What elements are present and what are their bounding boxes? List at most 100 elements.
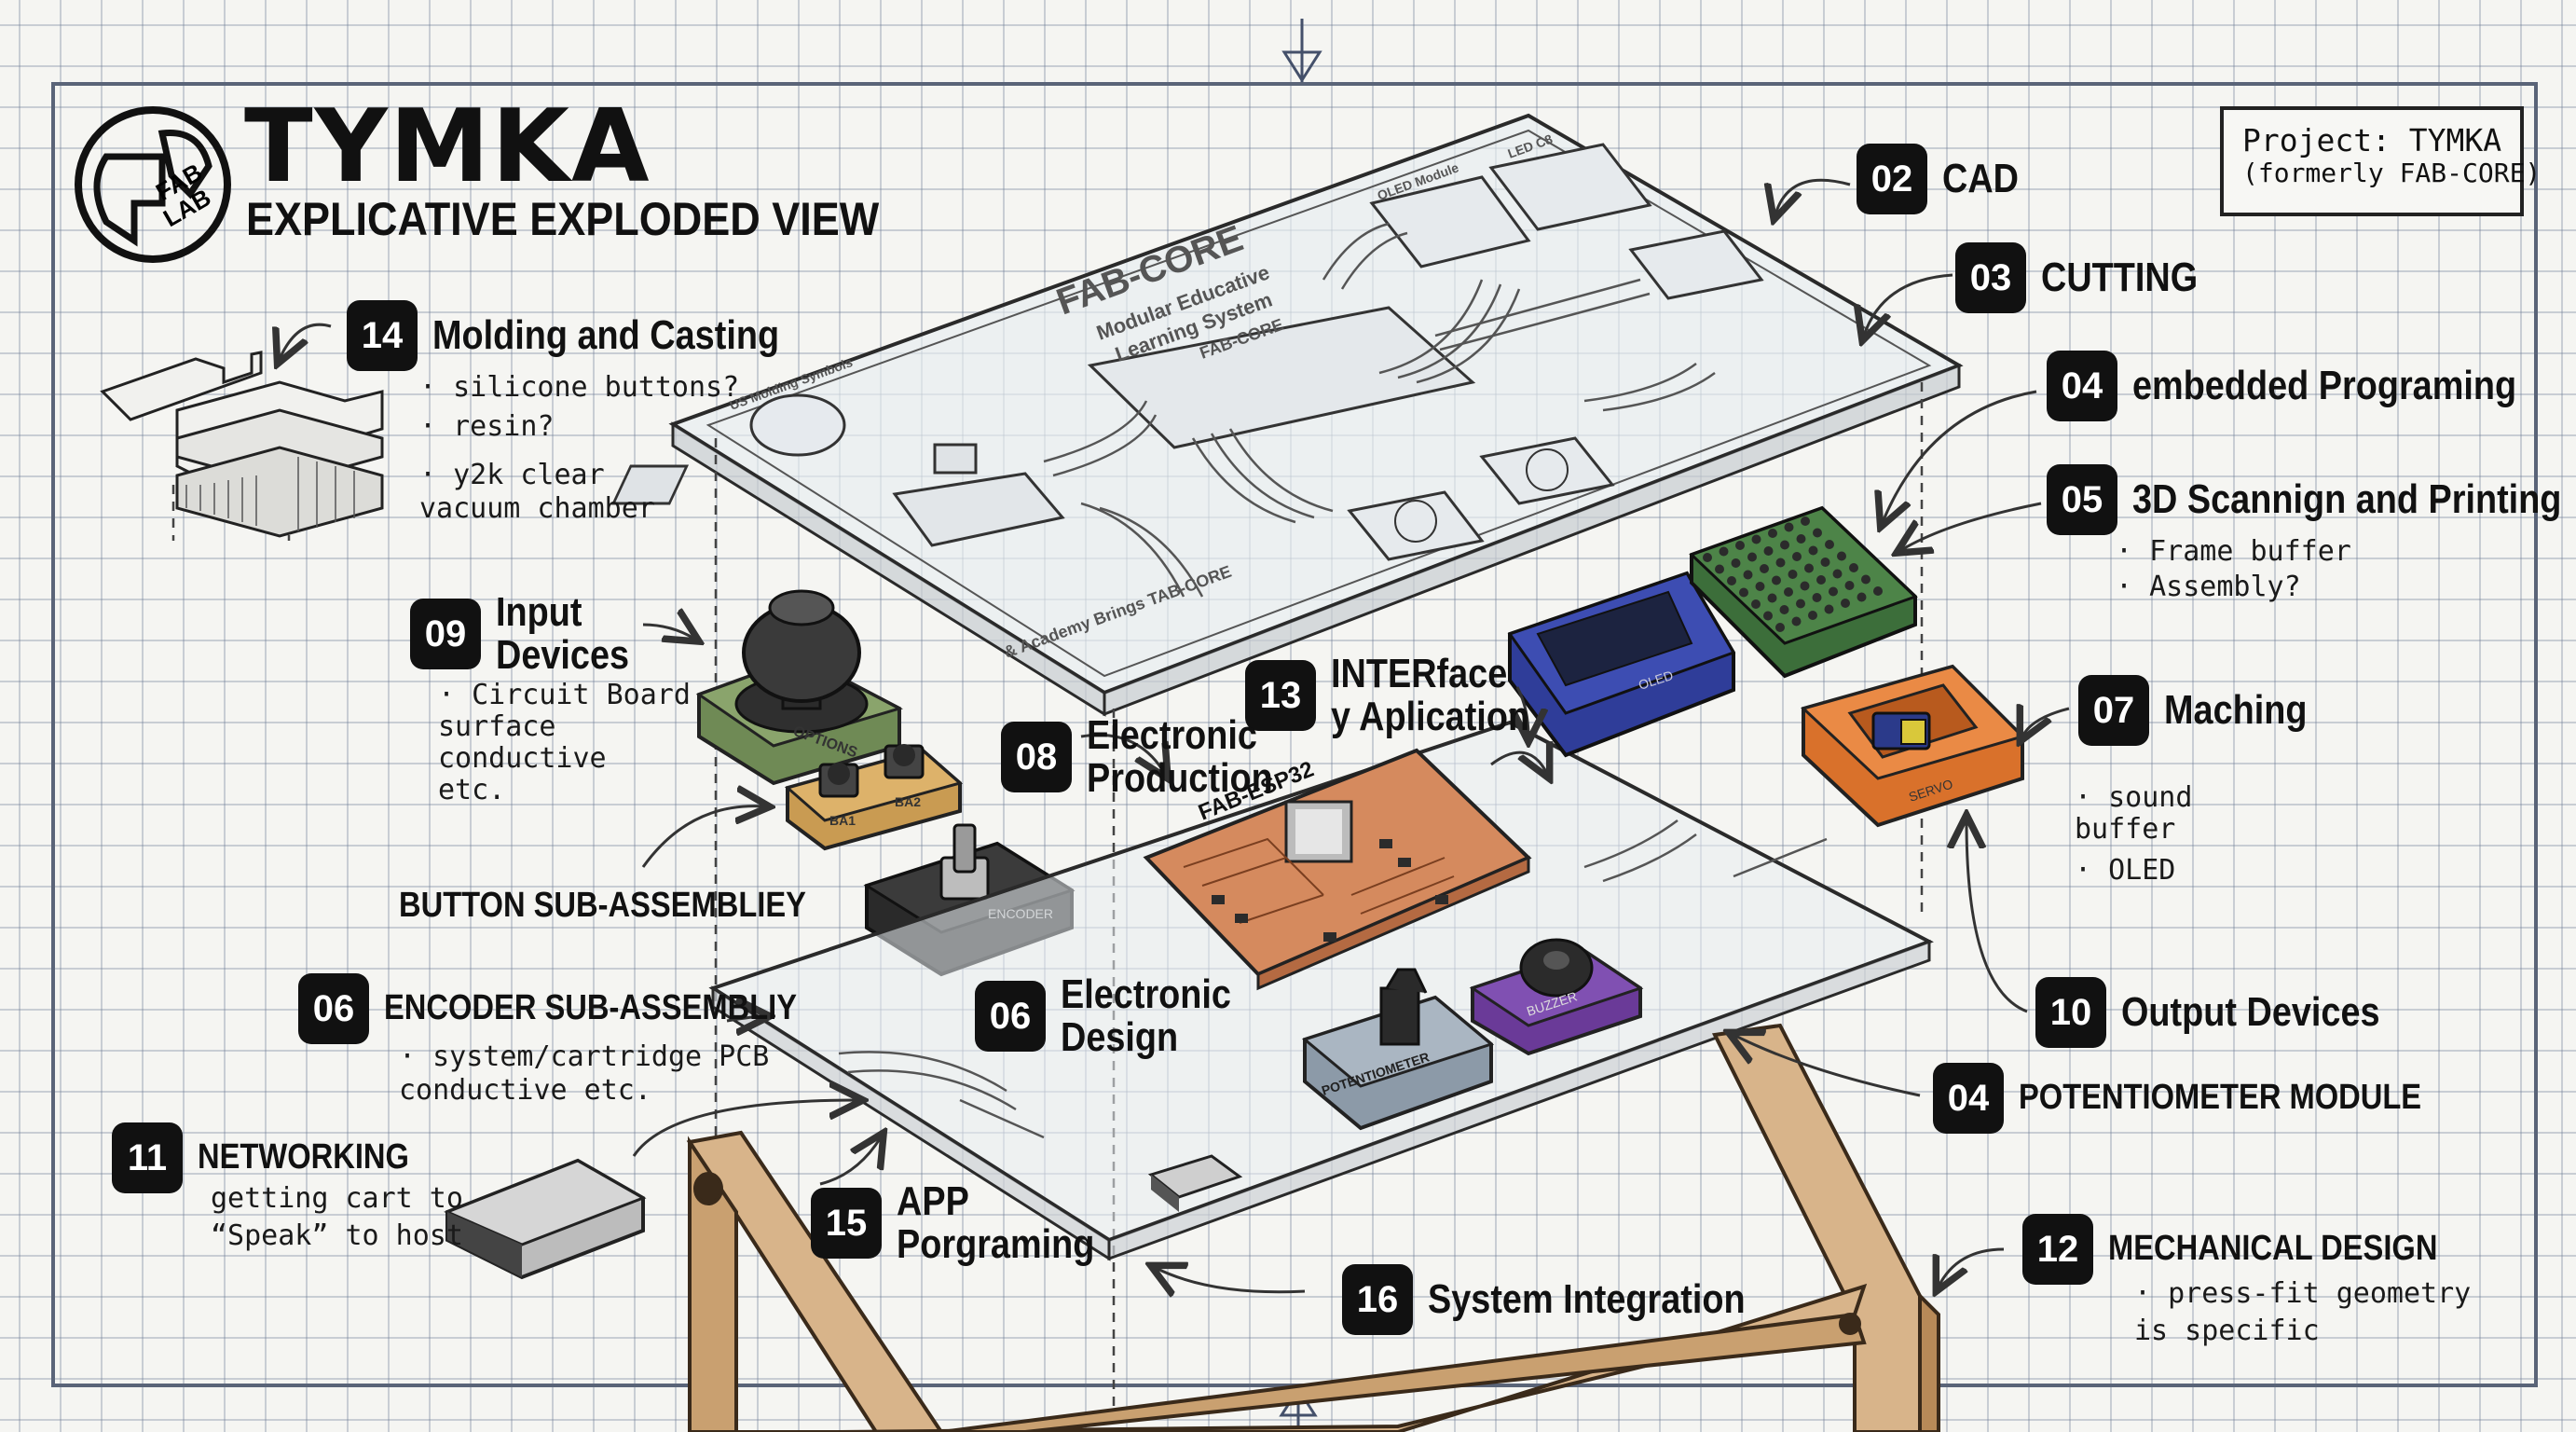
- led-dot: [1780, 540, 1789, 550]
- step-number: 10: [2035, 977, 2106, 1048]
- potentiometer-module: POTENTIOMETER: [1301, 968, 1495, 1131]
- button-label-2: BA2: [895, 794, 921, 809]
- label-04-potentiometer: 04 POTENTIOMETER MODULE: [1933, 1063, 2487, 1134]
- label-14-molding-casting: 14 Molding and Casting: [347, 300, 836, 371]
- page-title: TYMKA: [244, 89, 651, 205]
- step-text-line1: Electronic: [1087, 712, 1257, 758]
- step-number: 13: [1245, 660, 1316, 732]
- step-number: 07: [2078, 675, 2149, 746]
- step-text: Electronic Production: [1087, 712, 1273, 800]
- label-16-system-integration: 16 System Integration: [1342, 1264, 1797, 1335]
- led-dot: [1796, 599, 1805, 609]
- servo-module: SERVO: [1801, 664, 2025, 828]
- label-10-output-devices: 10 Output Devices: [2035, 977, 2422, 1048]
- step-text: 3D Scannign and Printing: [2132, 475, 2562, 522]
- bullet-07-2: buffer: [2075, 813, 2176, 846]
- lower-acrylic-board: [708, 720, 1934, 1261]
- bullet-07-3: · OLED: [2075, 854, 2176, 887]
- led-dot: [1784, 522, 1794, 532]
- step-text-line2: Porgraming: [897, 1221, 1095, 1268]
- step-text-line2: Devices: [496, 632, 630, 679]
- led-dot: [1837, 551, 1846, 561]
- led-dot: [1763, 546, 1774, 556]
- bullet-05-1: · Frame buffer: [2116, 535, 2351, 568]
- step-number: 03: [1955, 242, 2026, 313]
- project-info-box: Project: TYMKA (formerly FAB-CORE): [2220, 106, 2542, 216]
- led-dot: [1788, 570, 1798, 579]
- bullet-09-3: conductive: [438, 742, 607, 775]
- step-number: 11: [112, 1122, 183, 1193]
- bullet-06-1: · system/cartridge PCB: [399, 1040, 770, 1073]
- led-dot: [1751, 534, 1761, 544]
- label-09-input-devices: 09 Input Devices: [410, 589, 651, 679]
- bullet-11-1: getting cart to: [211, 1182, 463, 1215]
- led-dot: [1808, 611, 1817, 620]
- led-dot: [1873, 586, 1883, 596]
- led-dot: [1844, 581, 1855, 590]
- bullet-14-1: · silicone buttons?: [419, 371, 740, 404]
- step-number: 14: [347, 300, 418, 371]
- led-dot: [1816, 575, 1826, 585]
- usb-connector: [1147, 1154, 1243, 1212]
- step-text-line2: y Aplication: [1331, 694, 1530, 740]
- leader-arrows: [280, 178, 2070, 1291]
- led-dot: [1768, 529, 1777, 538]
- step-number: 08: [1001, 722, 1072, 793]
- project-former-name: (formerly FAB-CORE): [2242, 157, 2542, 188]
- led-dot: [1857, 592, 1867, 602]
- led-dot: [1791, 616, 1802, 626]
- led-dot: [1812, 593, 1822, 602]
- bullet-12-2: is specific: [2134, 1315, 2320, 1347]
- led-dot: [1832, 569, 1843, 579]
- sd-card-cartridge: [444, 1158, 647, 1280]
- bullet-14-3: · y2k clear: [419, 459, 605, 491]
- step-text: CAD: [1942, 155, 2019, 201]
- step-text: Electronic Design: [1061, 971, 1231, 1059]
- step-text: APP Porgraming: [897, 1179, 1095, 1268]
- step-text: System Integration: [1428, 1275, 1746, 1322]
- step-text: ENCODER SUB-ASSEMBLIY: [384, 988, 798, 1028]
- led-dot: [1801, 516, 1810, 526]
- led-dot: [1841, 599, 1850, 608]
- page-subtitle: EXPLICATIVE EXPLODED VIEW: [246, 193, 880, 245]
- alignment-arrow-top: [1281, 19, 1322, 83]
- led-dot: [1792, 552, 1802, 561]
- led-dot: [1861, 574, 1870, 585]
- step-text: MECHANICAL DESIGN: [2108, 1229, 2438, 1269]
- bullet-07-1: · sound: [2075, 781, 2193, 814]
- label-07-machining: 07 Maching: [2078, 675, 2330, 746]
- bullet-06-2: conductive etc.: [399, 1074, 651, 1107]
- label-06-encoder: 06 ENCODER SUB-ASSEMBLIY: [298, 973, 864, 1044]
- step-number: 15: [811, 1188, 882, 1260]
- step-text-line1: Electronic: [1061, 971, 1231, 1017]
- buzzer-module: BUZZER: [1469, 938, 1644, 1056]
- step-number: 04: [1933, 1063, 2004, 1134]
- label-04-embedded: 04 embedded Programing: [2047, 351, 2576, 421]
- step-text: Maching: [2164, 686, 2308, 733]
- led-dot: [1703, 553, 1712, 562]
- led-dot: [1772, 575, 1781, 585]
- led-dot: [1775, 558, 1786, 568]
- led-dot: [1824, 604, 1834, 614]
- fablab-logo: FAB LAB: [75, 106, 231, 263]
- button-subassembly: BA1 BA2: [784, 744, 964, 851]
- step-number: 09: [410, 599, 481, 670]
- led-dot: [1739, 587, 1748, 598]
- step-text: Molding and Casting: [432, 311, 780, 358]
- step-text-line1: INTERface: [1331, 651, 1508, 696]
- label-15-app-programming: 15 APP Porgraming: [811, 1179, 1127, 1268]
- step-text: INTERface y Aplication: [1331, 651, 1530, 740]
- wooden-stand: [686, 1023, 1940, 1432]
- bullet-14-4: vacuum chamber: [419, 492, 655, 525]
- bullet-09-4: etc.: [438, 774, 506, 806]
- step-text: POTENTIOMETER MODULE: [2019, 1078, 2422, 1118]
- step-text: NETWORKING: [198, 1137, 409, 1177]
- step-text: Output Devices: [2121, 988, 2380, 1035]
- step-number: 16: [1342, 1264, 1413, 1335]
- led-dot: [1784, 587, 1793, 597]
- led-dot: [1767, 593, 1777, 603]
- step-text-line1: Input: [496, 589, 582, 635]
- step-text: CUTTING: [2041, 254, 2199, 300]
- step-number: 02: [1857, 144, 1927, 214]
